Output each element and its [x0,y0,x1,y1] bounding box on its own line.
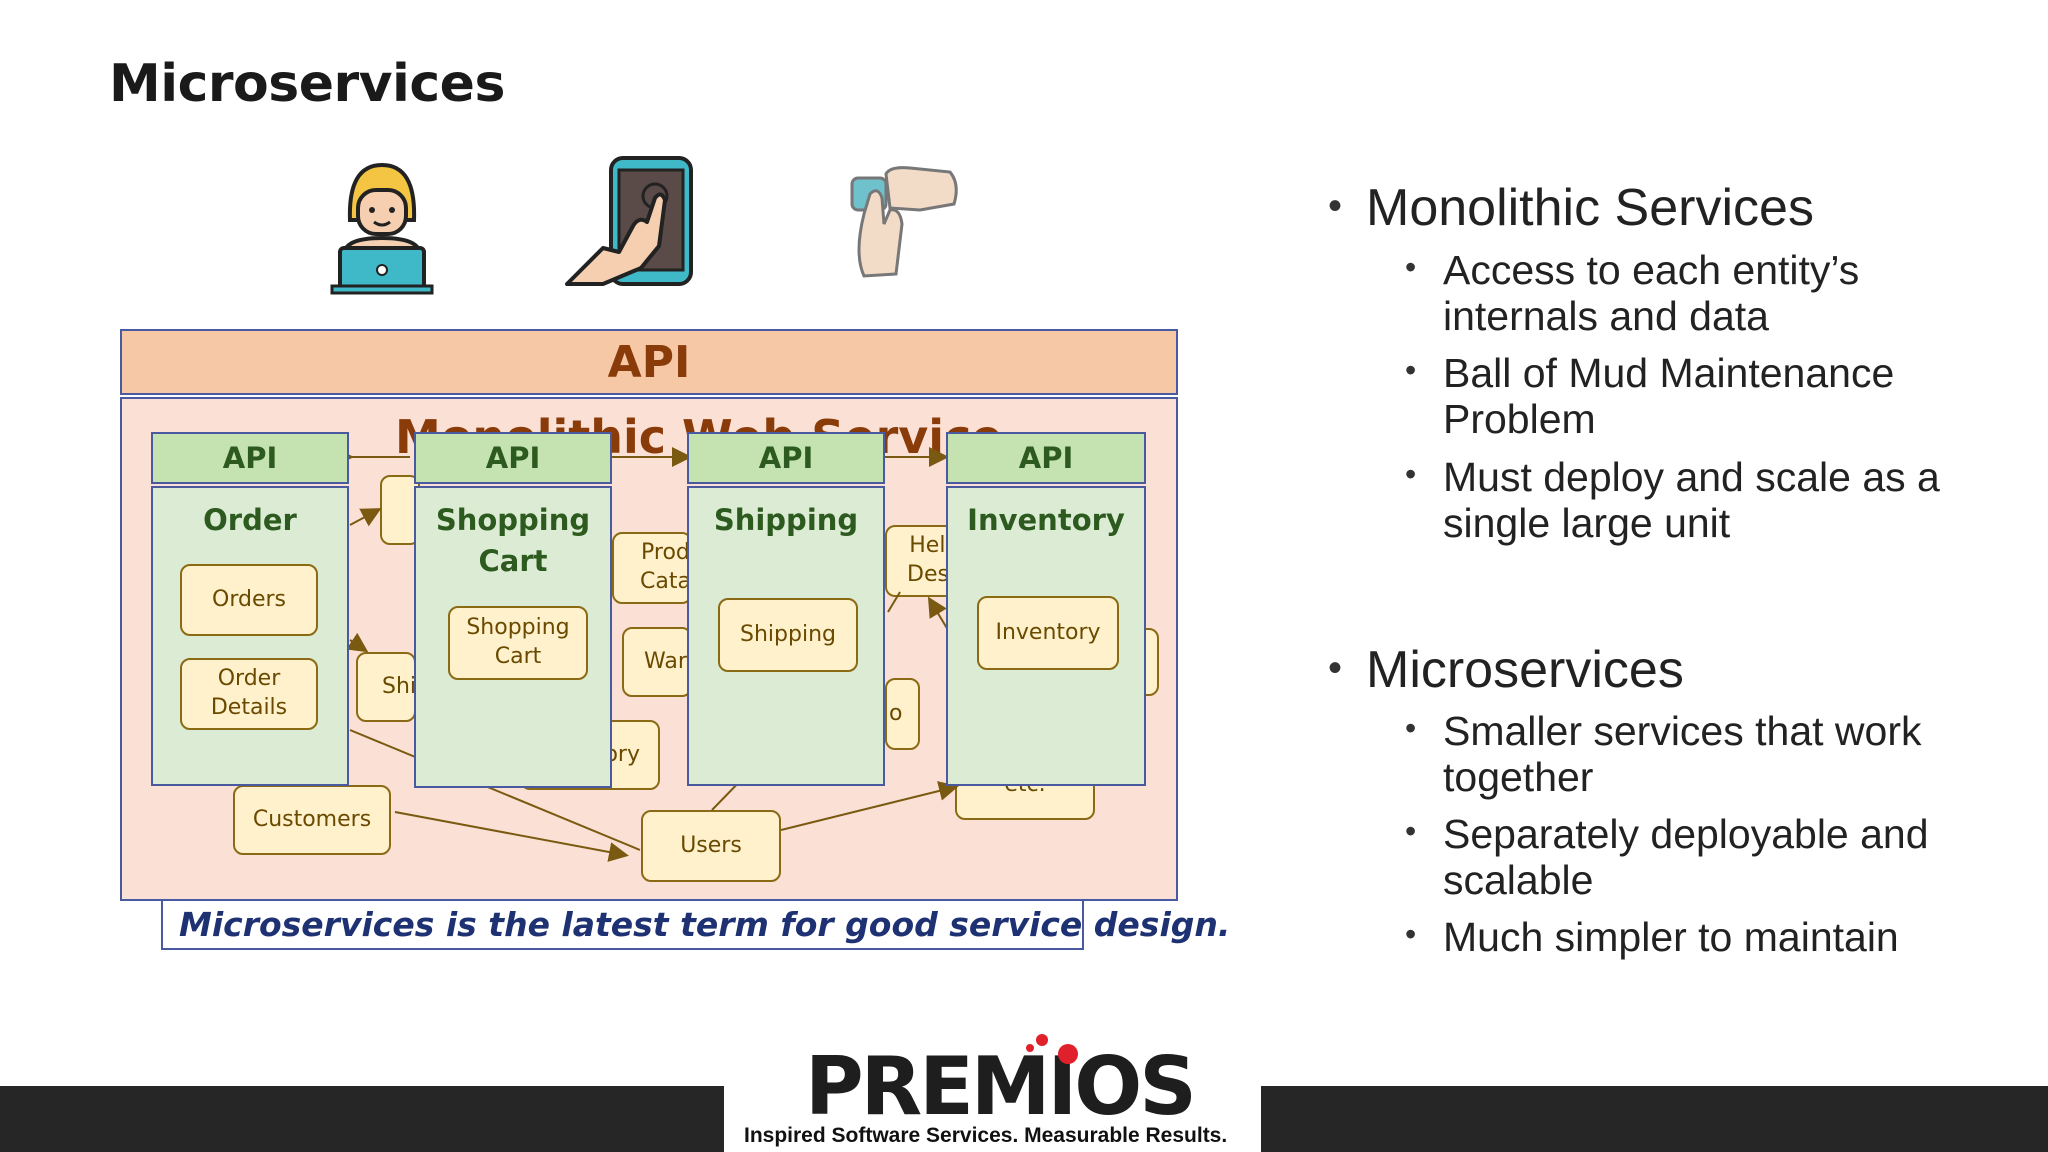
tablet-touch-icon [563,156,695,288]
inventory-api: API [946,432,1146,484]
shipping-box: Shipping [718,598,858,672]
order-box-orders: Orders [180,564,318,636]
order-service-title: Order [203,503,297,537]
bullet-text: Smaller services that work together [1443,708,1922,800]
bullet-item: • Access to each entity’s internals and … [1405,247,1965,339]
bg-box-customers: Customers [233,785,391,855]
bullet-heading-microservices: Microservices [1366,641,1684,699]
order-service: Order [151,486,349,786]
bullet-text: Much simpler to maintain [1443,914,1899,960]
bullet-item: • Ball of Mud Maintenance Problem [1405,350,1965,442]
logo-dots-icon [1026,1034,1078,1064]
bg-box-misc: o [885,678,920,750]
diagram-caption: Microservices is the latest term for goo… [161,899,1230,950]
bullet-text: Must deploy and scale as a single large … [1443,454,1940,546]
footer-bar-left [0,1086,724,1152]
bullet-heading-monolithic: Monolithic Services [1366,179,1814,237]
smartwatch-icon [850,164,960,284]
laptop-user-icon [330,160,434,295]
inventory-box: Inventory [977,596,1119,670]
shipping-service-title: Shipping [713,503,859,537]
slide-title: Microservices [109,54,505,114]
inventory-service-title: Inventory [967,503,1125,537]
bg-box-help-desk: Help Desk [885,525,955,597]
bg-box-shipping: Shi [356,652,416,722]
bg-box-product-catalog: Prod Cata [612,532,692,604]
order-api: API [151,432,349,484]
bullet-dot: • [1328,184,1343,228]
shopping-cart-box: Shopping Cart [448,606,588,680]
bullet-item: • Smaller services that work together [1405,708,1965,800]
premios-logo: PREMIOS [805,1040,1197,1133]
bullet-item: • Separately deployable and scalable [1405,811,1965,903]
bg-box-users: Users [641,810,781,882]
bullet-text: Separately deployable and scalable [1443,811,1929,903]
bullet-text: Ball of Mud Maintenance Problem [1443,350,1895,442]
shipping-api: API [687,432,885,484]
gateway-api-bar: API [120,329,1178,395]
bullet-item: • Much simpler to maintain [1405,914,2005,960]
order-box-order-details: Order Details [180,658,318,730]
shopping-cart-api: API [414,432,612,484]
footer-bar-right [1261,1086,2048,1152]
footer-tagline: Inspired Software Services. Measurable R… [744,1124,1228,1147]
shopping-cart-service-title: Shopping Cart [435,503,591,578]
footer-logo-area [724,1030,1261,1152]
bullet-text: Access to each entity’s internals and da… [1443,247,1860,339]
bullet-dot: • [1328,646,1343,690]
bullet-item: • Must deploy and scale as a single larg… [1405,454,1965,546]
bg-box-warehouse: War [622,627,692,697]
